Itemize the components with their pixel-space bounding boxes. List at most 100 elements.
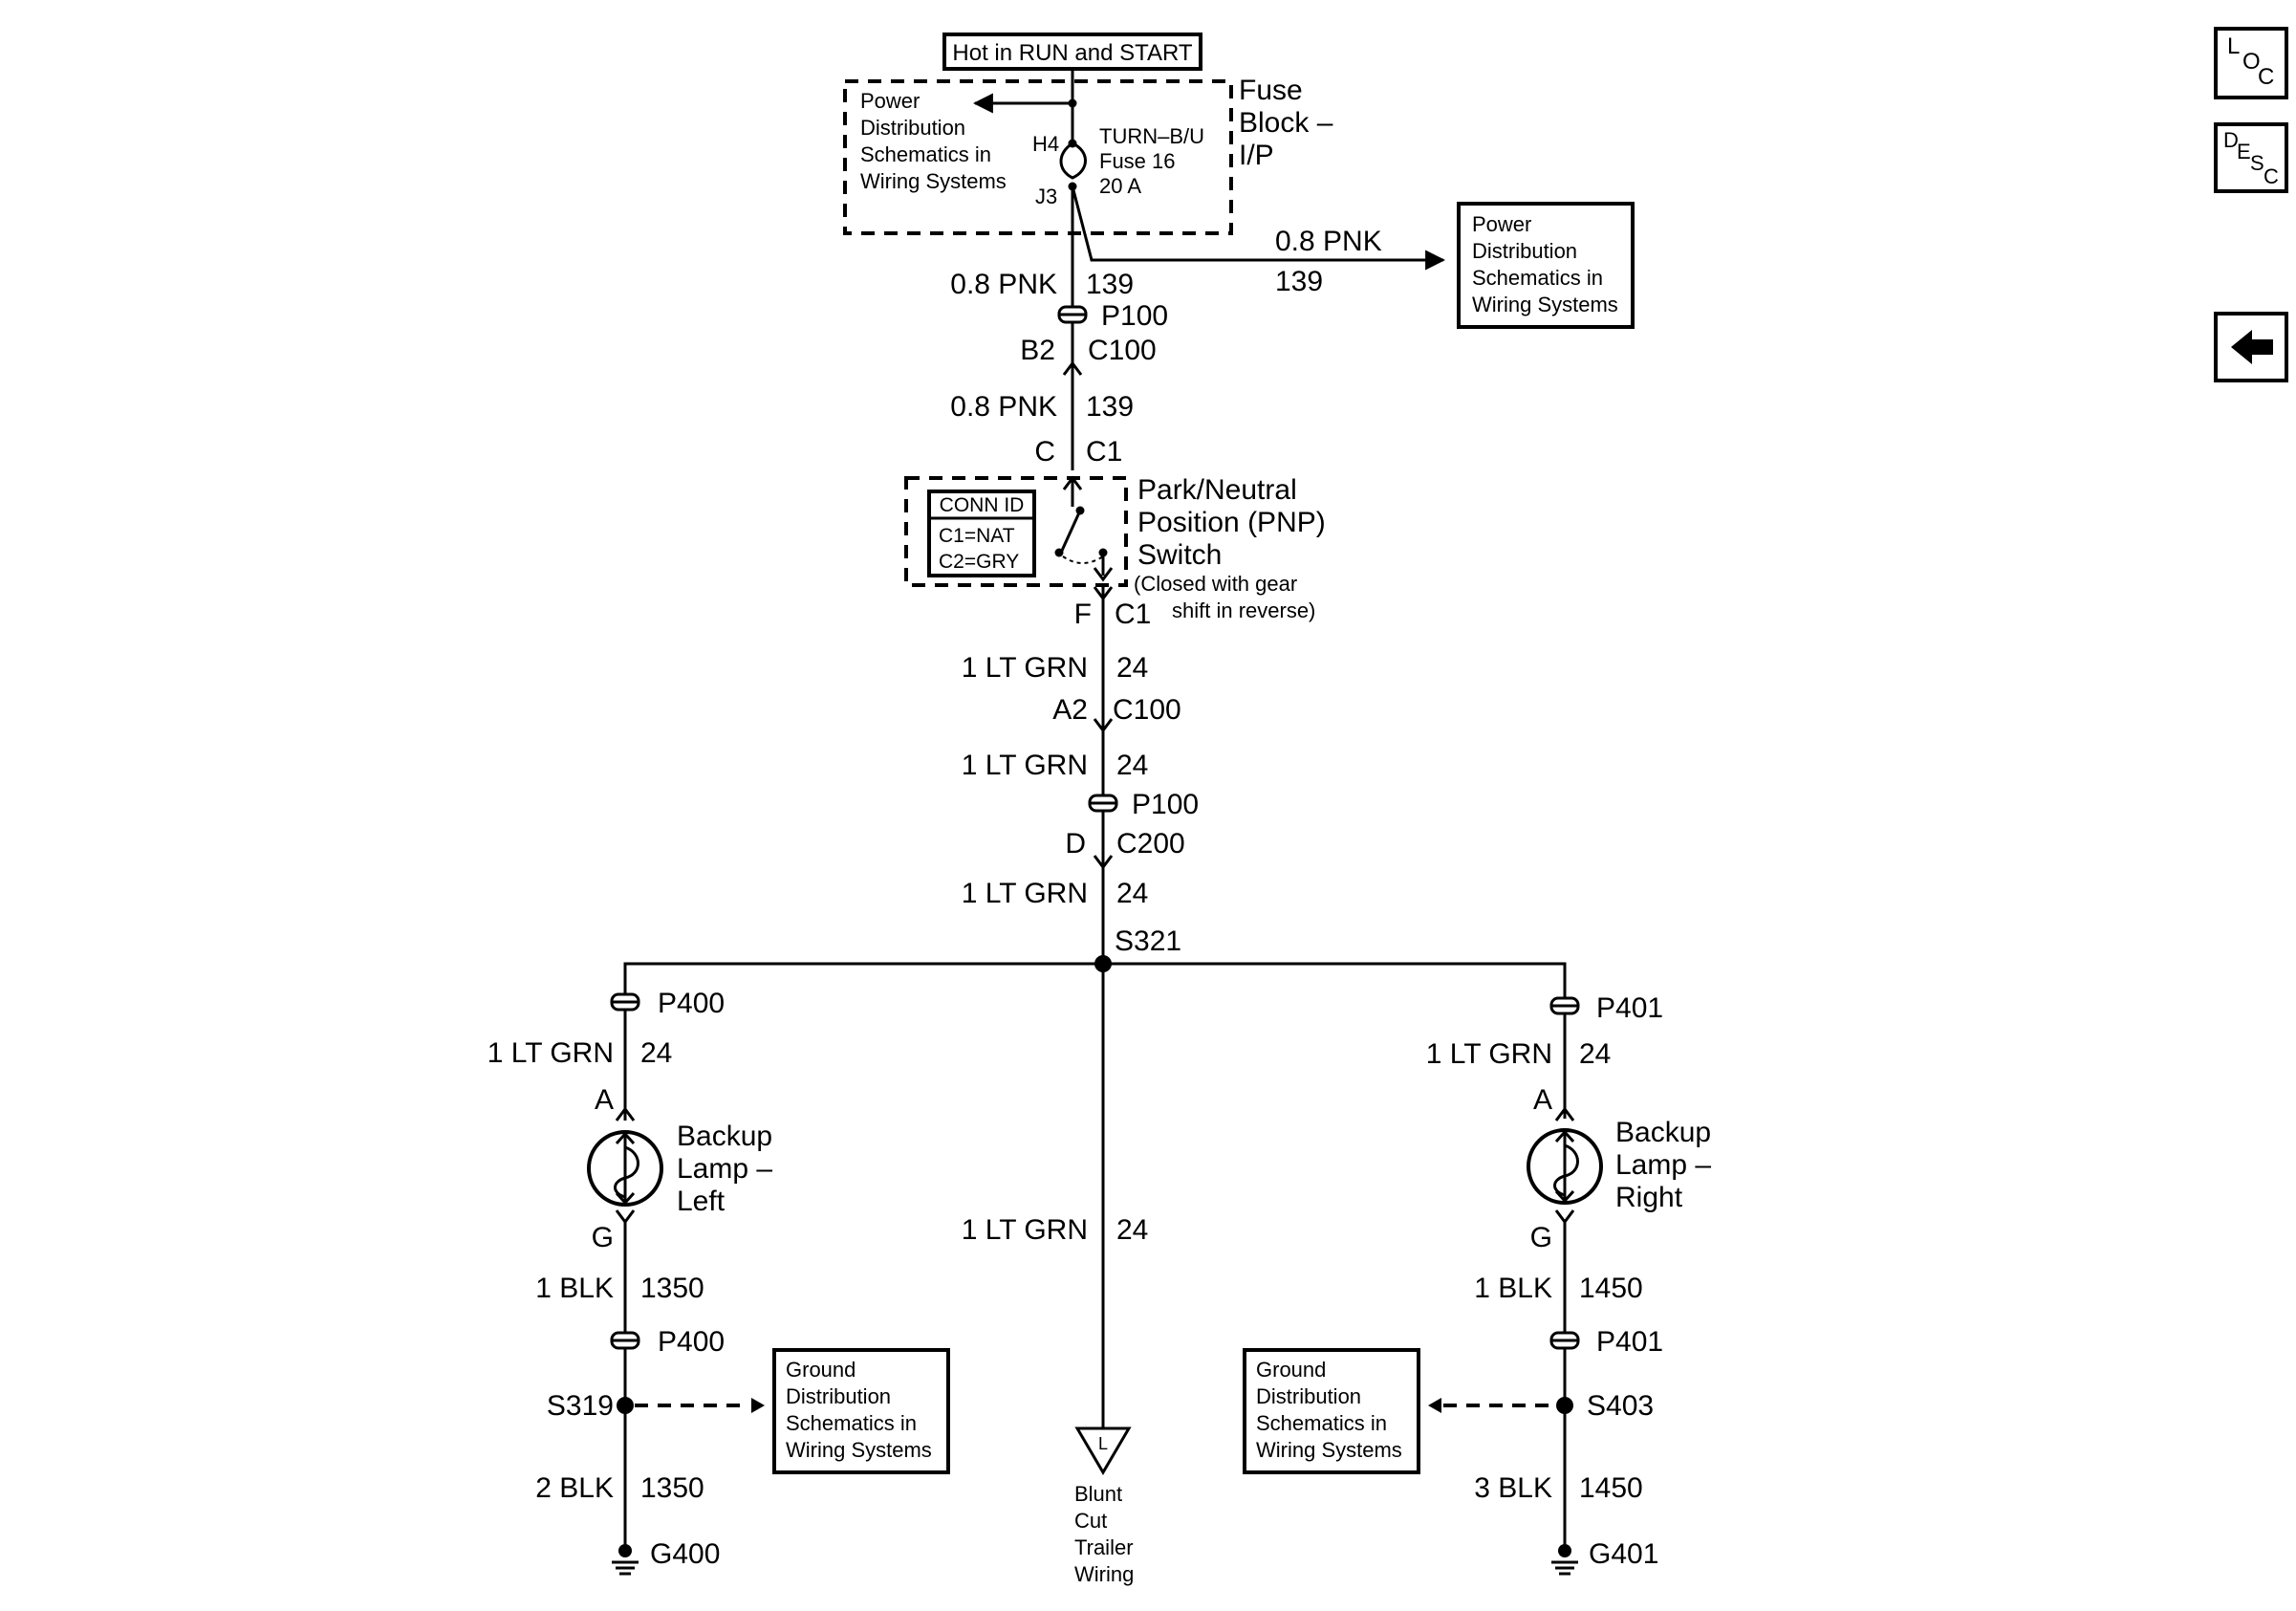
pin-b2: B2 — [1020, 335, 1055, 366]
svg-text:Backup: Backup — [1615, 1117, 1711, 1148]
connector-c100-lower: C100 — [1113, 694, 1181, 726]
pin-h4: H4 — [1032, 132, 1059, 156]
connector-c1-out: C1 — [1115, 599, 1151, 630]
splice-pack-p400-bottom — [610, 1331, 640, 1350]
backup-lamp-right-icon — [1527, 1128, 1603, 1205]
splice-pack-p400-bottom-label: P400 — [658, 1326, 725, 1358]
circuit-label-lower-3: 24 — [1116, 878, 1148, 909]
connector-chevron-c200 — [1093, 855, 1114, 870]
desc-button[interactable]: D E S C — [2214, 122, 2288, 193]
connector-c200: C200 — [1116, 828, 1185, 860]
svg-text:Wiring Systems: Wiring Systems — [1472, 293, 1618, 316]
pnp-switch-note: (Closed with gear shift in reverse) — [1134, 572, 1315, 622]
svg-text:Ground: Ground — [786, 1358, 856, 1382]
wire-label-right-2: 1 BLK — [1474, 1273, 1552, 1304]
circuit-label-lower-2: 24 — [1116, 750, 1148, 781]
ground-distribution-ref-right: Ground Distribution Schematics in Wiring… — [1243, 1348, 1420, 1474]
pin-a2: A2 — [1052, 694, 1088, 726]
power-distribution-ref-left: Power Distribution Schematics in Wiring … — [860, 89, 1007, 193]
wire-label-left-1: 1 LT GRN — [487, 1037, 614, 1069]
ground-g400-icon — [612, 1544, 639, 1576]
ground-g401-icon — [1551, 1544, 1578, 1576]
svg-text:I/P: I/P — [1239, 140, 1274, 171]
svg-text:Distribution: Distribution — [860, 116, 965, 140]
svg-text:Schematics in: Schematics in — [860, 142, 991, 166]
splice-pack-p400-top-label: P400 — [658, 988, 725, 1019]
power-distribution-ref-right: Power Distribution Schematics in Wiring … — [1457, 202, 1635, 329]
svg-text:L: L — [2227, 33, 2240, 59]
pin-c: C — [1034, 436, 1055, 468]
wire-label-upper-1: 0.8 PNK — [950, 269, 1057, 300]
wire-label-upper-2: 0.8 PNK — [950, 391, 1057, 423]
svg-text:Block –: Block – — [1239, 107, 1333, 139]
svg-text:20 A: 20 A — [1099, 174, 1141, 198]
splice-pack-p401-top-label: P401 — [1596, 992, 1663, 1024]
svg-text:Power: Power — [1472, 212, 1531, 236]
svg-text:Power: Power — [860, 89, 920, 113]
circuit-label-right-3: 1450 — [1579, 1472, 1643, 1504]
svg-text:E: E — [2237, 140, 2251, 163]
pnp-switch-outline — [904, 476, 1128, 587]
circuit-label-upper-2: 139 — [1086, 391, 1134, 423]
svg-text:Park/Neutral: Park/Neutral — [1137, 474, 1297, 506]
splice-s403-dot — [1556, 1397, 1573, 1414]
pin-g-right: G — [1530, 1222, 1552, 1253]
svg-text:Cut: Cut — [1074, 1509, 1107, 1533]
svg-text:Schematics in: Schematics in — [1472, 266, 1603, 290]
fuse-feed-dot — [1068, 98, 1077, 108]
pin-a-right: A — [1533, 1084, 1552, 1116]
connector-chevron-c100-lower — [1093, 718, 1114, 733]
pin-j3: J3 — [1035, 185, 1057, 208]
fuse-icon — [1059, 142, 1087, 180]
splice-pack-p100-upper — [1057, 305, 1088, 324]
svg-text:Left: Left — [677, 1186, 726, 1217]
wire-label-right-1: 1 LT GRN — [1426, 1038, 1552, 1070]
svg-text:CONN ID: CONN ID — [940, 494, 1025, 516]
fuse-label: TURN–B/U Fuse 16 20 A — [1099, 124, 1204, 198]
circuit-label-left-3: 1350 — [640, 1472, 704, 1504]
svg-text:Fuse 16: Fuse 16 — [1099, 149, 1176, 173]
splice-s321-label: S321 — [1115, 925, 1181, 957]
loc-button[interactable]: L O C — [2214, 27, 2288, 99]
back-button[interactable] — [2214, 312, 2288, 382]
wire-label-lower-3: 1 LT GRN — [962, 878, 1088, 909]
splice-s403-label: S403 — [1587, 1390, 1654, 1422]
svg-text:Hot in RUN and START: Hot in RUN and START — [952, 40, 1193, 66]
svg-text:C: C — [2258, 64, 2274, 90]
fuse-block-label: Fuse Block – I/P — [1239, 75, 1333, 171]
pin-g-left: G — [592, 1222, 614, 1253]
connector-c100-upper: C100 — [1088, 335, 1157, 366]
svg-text:Wiring Systems: Wiring Systems — [1256, 1438, 1402, 1462]
pin-d: D — [1065, 828, 1086, 860]
splice-s319-label: S319 — [547, 1390, 614, 1422]
wire-label-left-2: 1 BLK — [535, 1273, 614, 1304]
svg-text:Schematics in: Schematics in — [786, 1411, 917, 1435]
backup-lamp-left-icon — [587, 1130, 663, 1207]
pin-f: F — [1074, 599, 1092, 630]
svg-text:Ground: Ground — [1256, 1358, 1326, 1382]
ground-g400-label: G400 — [650, 1538, 720, 1570]
ground-distribution-ref-left: Ground Distribution Schematics in Wiring… — [772, 1348, 950, 1474]
left-arrow-icon — [2231, 330, 2273, 364]
svg-text:C1=NAT: C1=NAT — [939, 525, 1015, 547]
pin-a-left: A — [595, 1084, 614, 1116]
svg-text:Right: Right — [1615, 1182, 1683, 1213]
circuit-label-right-1: 24 — [1579, 1038, 1611, 1070]
circuit-label-center: 24 — [1116, 1214, 1148, 1246]
svg-text:C: C — [2264, 164, 2279, 188]
circuit-label-left-1: 24 — [640, 1037, 672, 1069]
ground-dist-arrow-right — [1428, 1398, 1441, 1413]
svg-text:Schematics in: Schematics in — [1256, 1411, 1387, 1435]
fuse-block-outline — [843, 79, 1233, 235]
splice-pack-p401-bottom — [1549, 1331, 1580, 1350]
splice-pack-p401-top — [1549, 996, 1580, 1015]
svg-text:Wiring: Wiring — [1074, 1562, 1134, 1586]
connector-c1-in: C1 — [1086, 436, 1122, 468]
svg-text:Distribution: Distribution — [1256, 1384, 1361, 1408]
splice-pack-p400-top — [610, 992, 640, 1012]
backup-lamp-right-label: Backup Lamp – Right — [1615, 1117, 1711, 1213]
splice-pack-p100-lower — [1088, 794, 1118, 813]
svg-text:(Closed with gear: (Closed with gear — [1134, 572, 1297, 596]
circuit-label-upper-1: 139 — [1086, 269, 1134, 300]
backup-lamp-left-label: Backup Lamp – Left — [677, 1121, 772, 1217]
